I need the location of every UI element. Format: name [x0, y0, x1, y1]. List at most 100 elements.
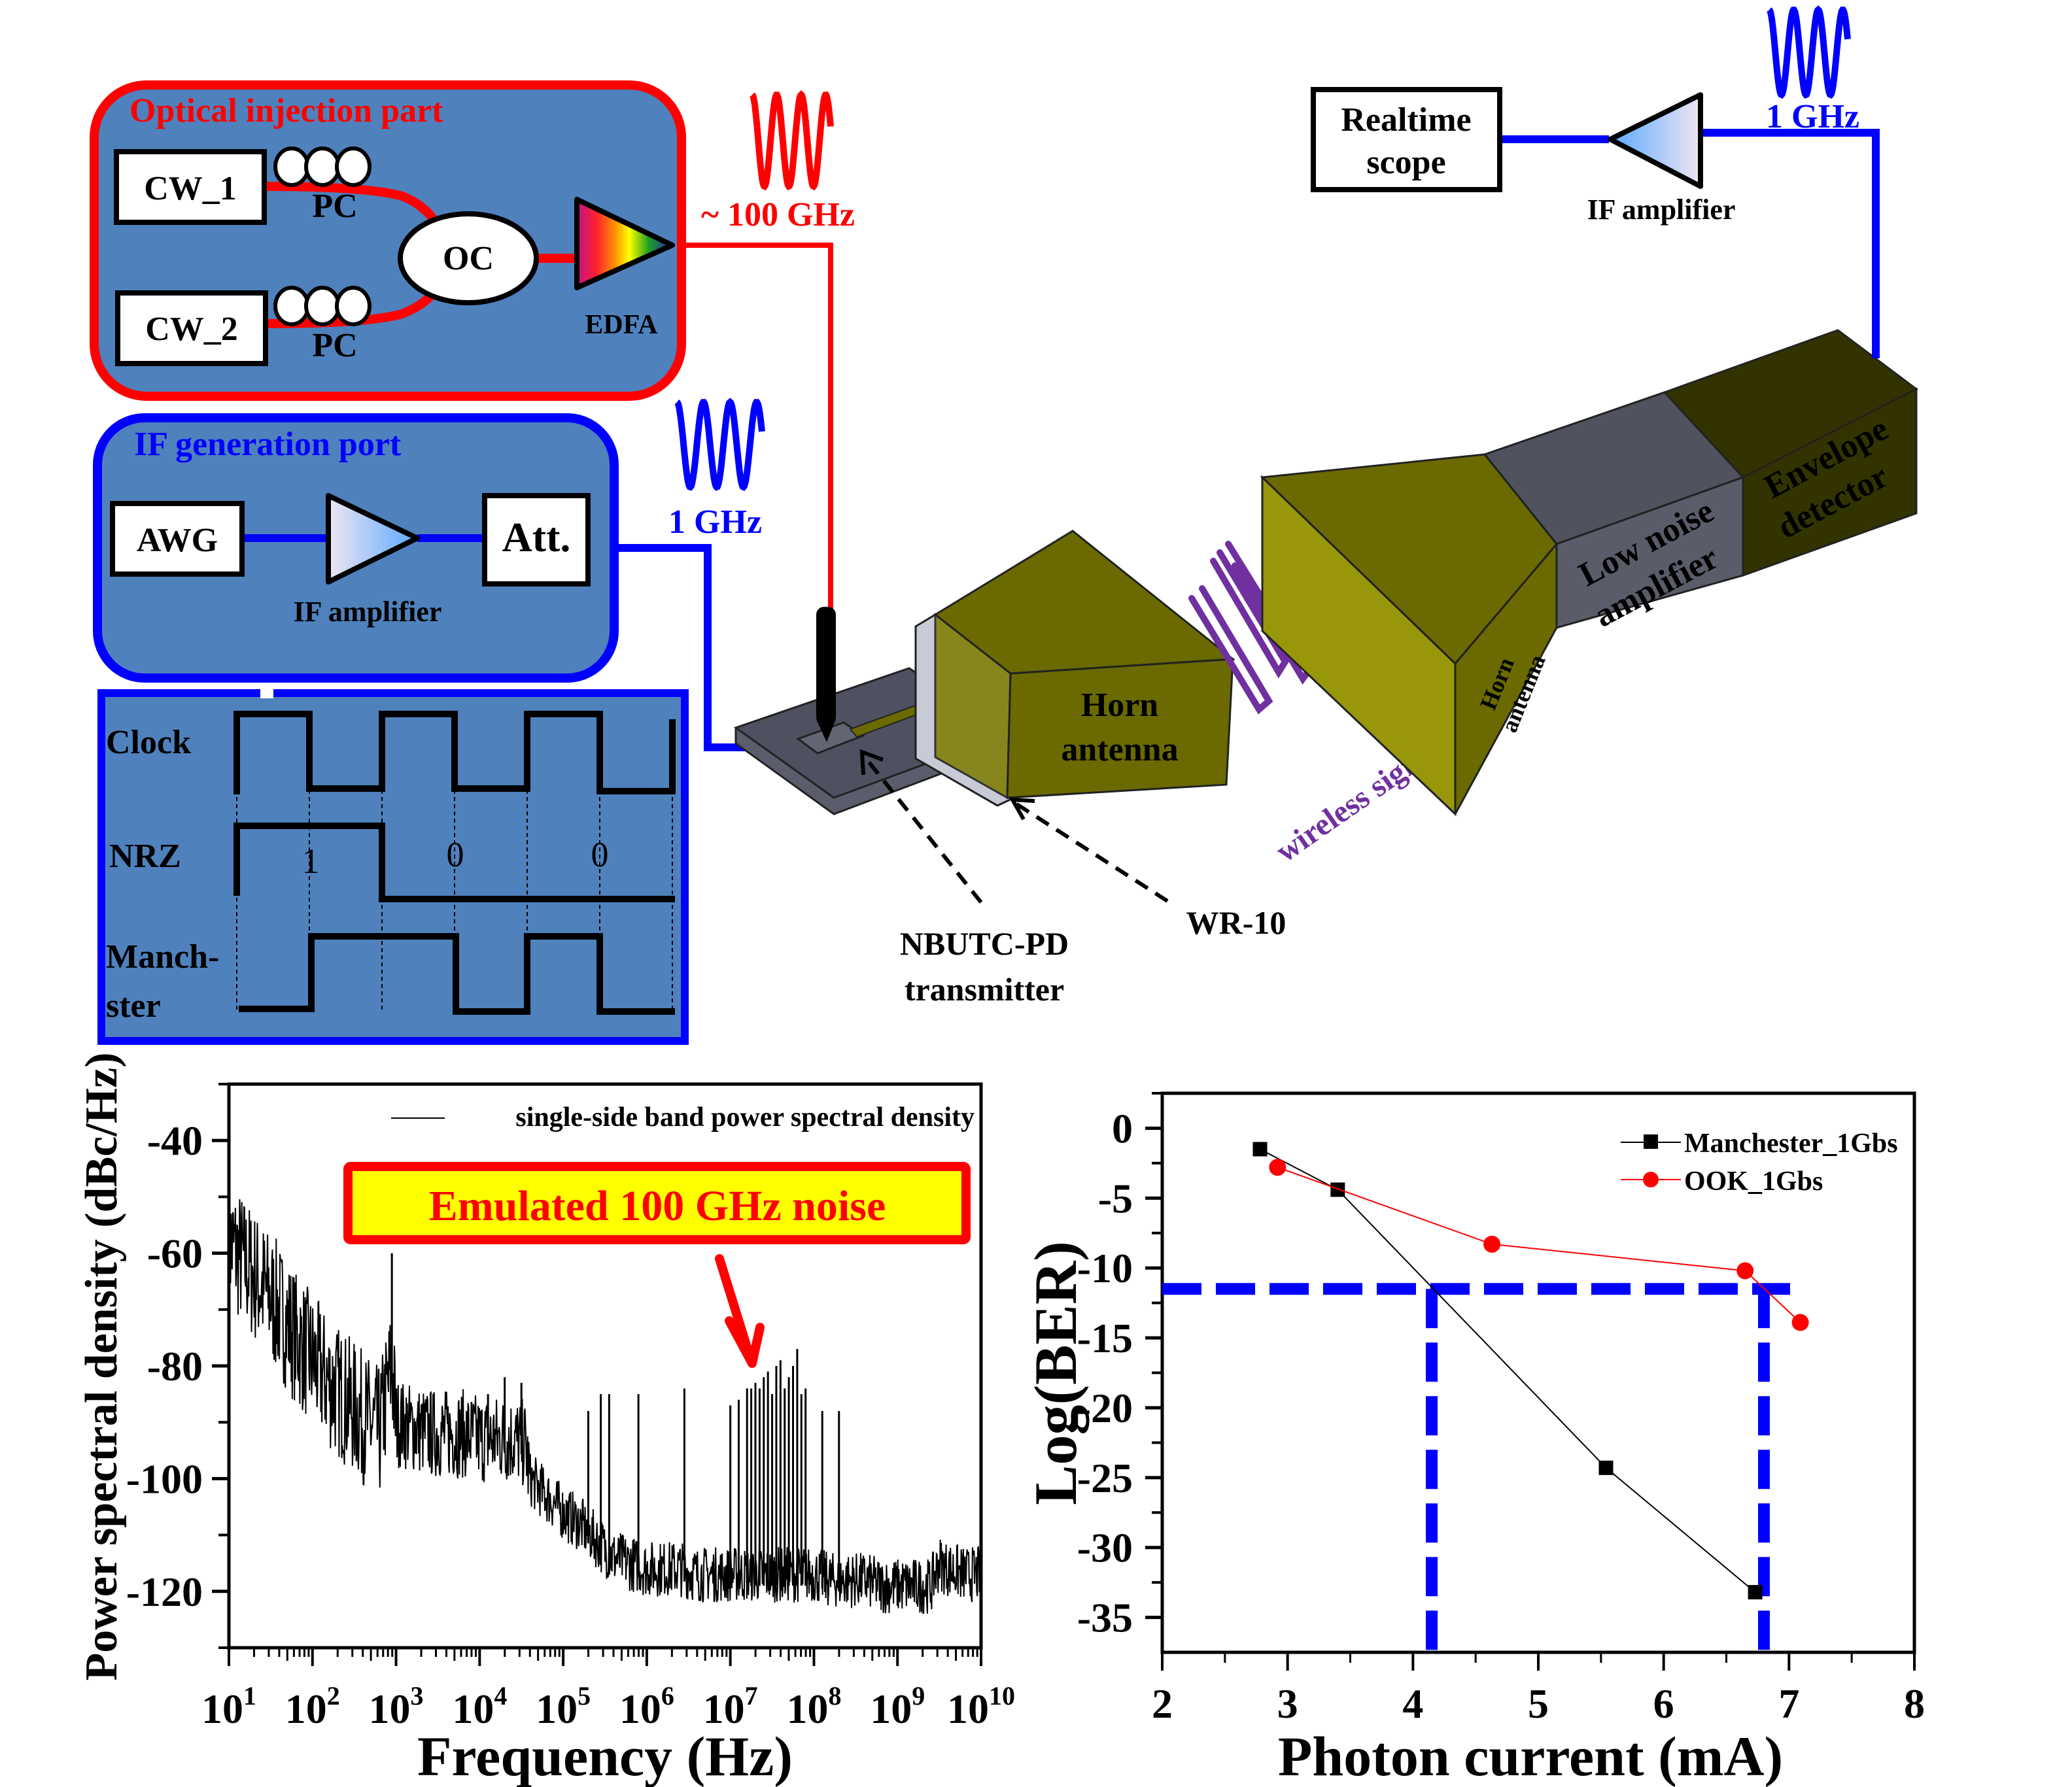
ber-y-tick-label: -25	[1077, 1455, 1133, 1501]
rx-1ghz-wave-icon	[1767, 5, 1851, 99]
psd-x-axis-label: Frequency (Hz)	[417, 1725, 793, 1787]
ber-x-tick-label: 8	[1904, 1680, 1925, 1727]
nrz-bit-3: 0	[591, 835, 609, 874]
edfa-amplifier-icon	[574, 197, 675, 290]
if-generation-panel: IF generation port AWG IF amplifier Att.	[93, 413, 619, 683]
psd-series-line	[228, 1185, 982, 1614]
psd-annotation-label: Emulated 100 GHz noise	[429, 1182, 886, 1230]
cw2-label: CW_2	[145, 311, 238, 348]
ber-line-manchester	[1260, 1148, 1756, 1593]
psd-x-tick-label: 106	[619, 1681, 674, 1732]
optical-probe	[816, 607, 836, 724]
psd-annotation-arrow-shaft	[715, 1254, 753, 1358]
ber-threshold-lines	[1162, 1283, 1790, 1650]
cw1-label: CW_1	[144, 170, 237, 207]
rx-if-amp-label: IF amplifier	[1587, 194, 1736, 226]
psd-x-tick-label: 107	[703, 1681, 758, 1732]
if-panel-title: IF generation port	[134, 426, 402, 463]
ber-point-manchester	[1598, 1460, 1614, 1475]
if-amp-label: IF amplifier	[294, 596, 442, 628]
psd-y-tick-label: -120	[126, 1569, 203, 1615]
ber-x-tick-label: 6	[1653, 1680, 1674, 1727]
psd-y-tick-label: -60	[147, 1231, 203, 1277]
ber-point-ook	[1736, 1262, 1754, 1280]
polarization-controller-1-icon	[273, 146, 371, 187]
realtime-scope-box	[1311, 87, 1502, 192]
ber-y-tick-label: -15	[1077, 1315, 1133, 1361]
psd-x-tick-label: 101	[201, 1681, 256, 1732]
psd-annotation-box	[343, 1162, 971, 1244]
wr10-callout-line	[1010, 799, 1169, 903]
ber-legend-marker-ook	[1643, 1172, 1659, 1187]
pd-label-line1: NBUTC-PD	[900, 925, 1069, 962]
nrz-bit-2: 0	[447, 835, 464, 874]
ber-y-ticks: 0-5-10-15-20-25-30-35	[1077, 1092, 1162, 1641]
ber-point-manchester	[1252, 1142, 1268, 1157]
manchester-waveform	[239, 933, 675, 1015]
oc-label: OC	[443, 240, 494, 277]
psd-annotation-arrowhead-icon	[725, 1316, 765, 1368]
transmitter-assembly: Horn antenna	[733, 530, 1235, 815]
att-label: Att.	[502, 514, 571, 560]
wr10-label: WR-10	[1186, 904, 1286, 941]
psd-x-tick-label: 105	[536, 1681, 591, 1732]
ber-x-tick-label: 3	[1277, 1680, 1298, 1727]
psd-trace	[228, 1185, 982, 1614]
psd-x-tick-label: 104	[452, 1681, 507, 1732]
ber-x-tick-label: 5	[1528, 1680, 1549, 1727]
psd-x-tick-label: 108	[786, 1681, 841, 1732]
optical-coupler	[398, 211, 539, 305]
psd-y-axis-label: Power spectral density (dBc/Hz)	[77, 1052, 127, 1680]
optical-freq-label: ~ 100 GHz	[701, 196, 855, 233]
clock-label: Clock	[106, 724, 191, 761]
psd-y-tick-label: -100	[126, 1455, 203, 1502]
ber-legend-marker-manchester	[1644, 1134, 1658, 1149]
optical-panel-title: Optical injection part	[130, 92, 443, 129]
ber-y-axis-label: Log(BER)	[1022, 1241, 1089, 1505]
psd-y-ticks: -40 -60 -80 -100 -120	[126, 1083, 229, 1649]
nrz-waveform	[233, 823, 675, 902]
ber-y-tick-label: -10	[1077, 1245, 1133, 1291]
polarization-controller-2-icon	[273, 286, 371, 326]
waveform-panel: Clock NRZ Manch- ster 1 0 0	[97, 687, 689, 1045]
if-1ghz-wave-icon	[674, 398, 765, 491]
manchester-label-line1: Manch-	[106, 938, 219, 976]
ber-point-ook	[1483, 1235, 1501, 1253]
ber-point-manchester	[1748, 1585, 1763, 1600]
psd-y-tick-label: -40	[147, 1117, 203, 1164]
ber-point-ook	[1269, 1159, 1286, 1176]
optical-injection-panel: Optical injection part CW_1 CW_2 PC PC O…	[90, 80, 686, 401]
ber-point-manchester	[1330, 1182, 1345, 1197]
attenuator-box	[482, 493, 591, 587]
psd-x-tick-label: 102	[285, 1681, 340, 1732]
manchester-label-line2: ster	[106, 987, 161, 1025]
ber-legend: Manchester_1Gbs OOK_1Gbs	[1621, 1129, 1898, 1197]
callout-arrows	[861, 754, 1169, 904]
receiver-assembly: Horn antenna Low noise amplifier Envelop…	[1260, 329, 1918, 817]
ber-y-tick-label: 0	[1112, 1105, 1133, 1151]
ber-x-tick-label: 7	[1778, 1680, 1799, 1727]
ber-point-ook	[1791, 1314, 1809, 1331]
edfa-label: EDFA	[585, 310, 658, 340]
ber-legend-label-manchester: Manchester_1Gbs	[1684, 1129, 1898, 1159]
tx-horn-front	[1006, 658, 1234, 799]
ber-y-tick-label: -30	[1077, 1525, 1133, 1571]
ber-y-tick-label: -5	[1098, 1175, 1133, 1221]
psd-y-tick-label: -80	[147, 1343, 203, 1389]
optical-feed-line	[677, 243, 833, 611]
tx-horn-label-line1: Horn	[1081, 687, 1159, 724]
waveform-panel-frame	[97, 689, 689, 1045]
pc1-label: PC	[312, 188, 357, 225]
psd-legend-label: single-side band power spectral density	[515, 1102, 975, 1132]
ber-x-axis-label: Photon current (mA)	[1278, 1725, 1783, 1787]
clock-waveform	[233, 711, 676, 794]
psd-x-tick-label: 1010	[947, 1681, 1015, 1732]
waveform-panel-gap	[260, 687, 273, 698]
nrz-bit-1: 1	[302, 842, 320, 881]
optical-probe-tip	[816, 719, 836, 742]
